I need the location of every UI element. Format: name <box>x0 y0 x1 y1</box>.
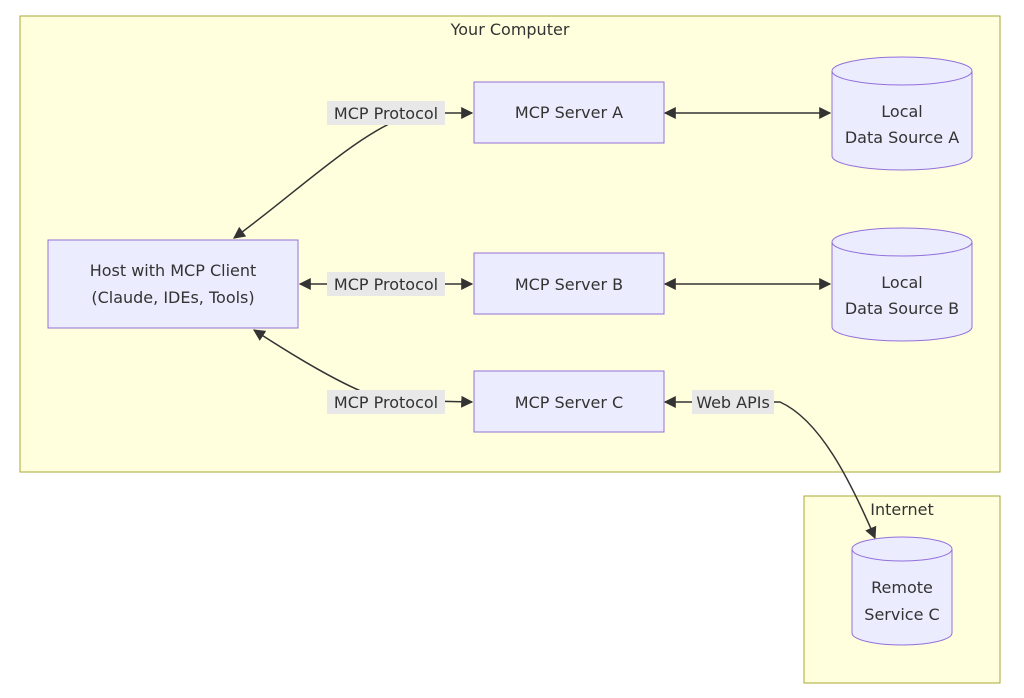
node-server-c-label: MCP Server C <box>515 393 623 412</box>
node-host-line2: (Claude, IDEs, Tools) <box>91 288 254 307</box>
edge-label-server-c-remote-c: Web APIs <box>692 390 774 414</box>
node-data-source-b[interactable]: Local Data Source B <box>831 227 973 342</box>
node-server-b-label: MCP Server B <box>515 275 623 294</box>
edge-label-server-c-remote-c-text: Web APIs <box>696 393 770 412</box>
edge-label-host-server-c-text: MCP Protocol <box>334 393 438 412</box>
edge-server-c-remote-c <box>663 396 877 540</box>
node-data-source-b-line2: Data Source B <box>845 299 959 318</box>
node-remote-service-c[interactable]: Remote Service C <box>851 536 953 646</box>
node-server-b[interactable]: MCP Server B <box>473 252 665 315</box>
node-remote-service-c-line1: Remote <box>871 578 933 597</box>
node-remote-service-c-line2: Service C <box>864 605 939 624</box>
node-data-source-a-line1: Local <box>881 102 922 121</box>
node-server-c[interactable]: MCP Server C <box>473 370 665 433</box>
cluster-internet-title: Internet <box>870 500 934 519</box>
edge-label-host-server-b-text: MCP Protocol <box>334 275 438 294</box>
node-server-a[interactable]: MCP Server A <box>473 81 665 144</box>
node-data-source-b-line1: Local <box>881 273 922 292</box>
node-data-source-a[interactable]: Local Data Source A <box>831 56 973 171</box>
cluster-your-computer-title: Your Computer <box>450 20 570 39</box>
node-host-line1: Host with MCP Client <box>90 261 257 280</box>
edge-label-host-server-c: MCP Protocol <box>327 390 445 414</box>
node-host[interactable]: Host with MCP Client (Claude, IDEs, Tool… <box>47 239 299 329</box>
node-server-a-label: MCP Server A <box>515 103 623 122</box>
edge-label-host-server-a-text: MCP Protocol <box>334 104 438 123</box>
node-data-source-a-line2: Data Source A <box>845 128 959 147</box>
edge-label-host-server-a: MCP Protocol <box>327 101 445 125</box>
edge-label-host-server-b: MCP Protocol <box>327 272 445 296</box>
